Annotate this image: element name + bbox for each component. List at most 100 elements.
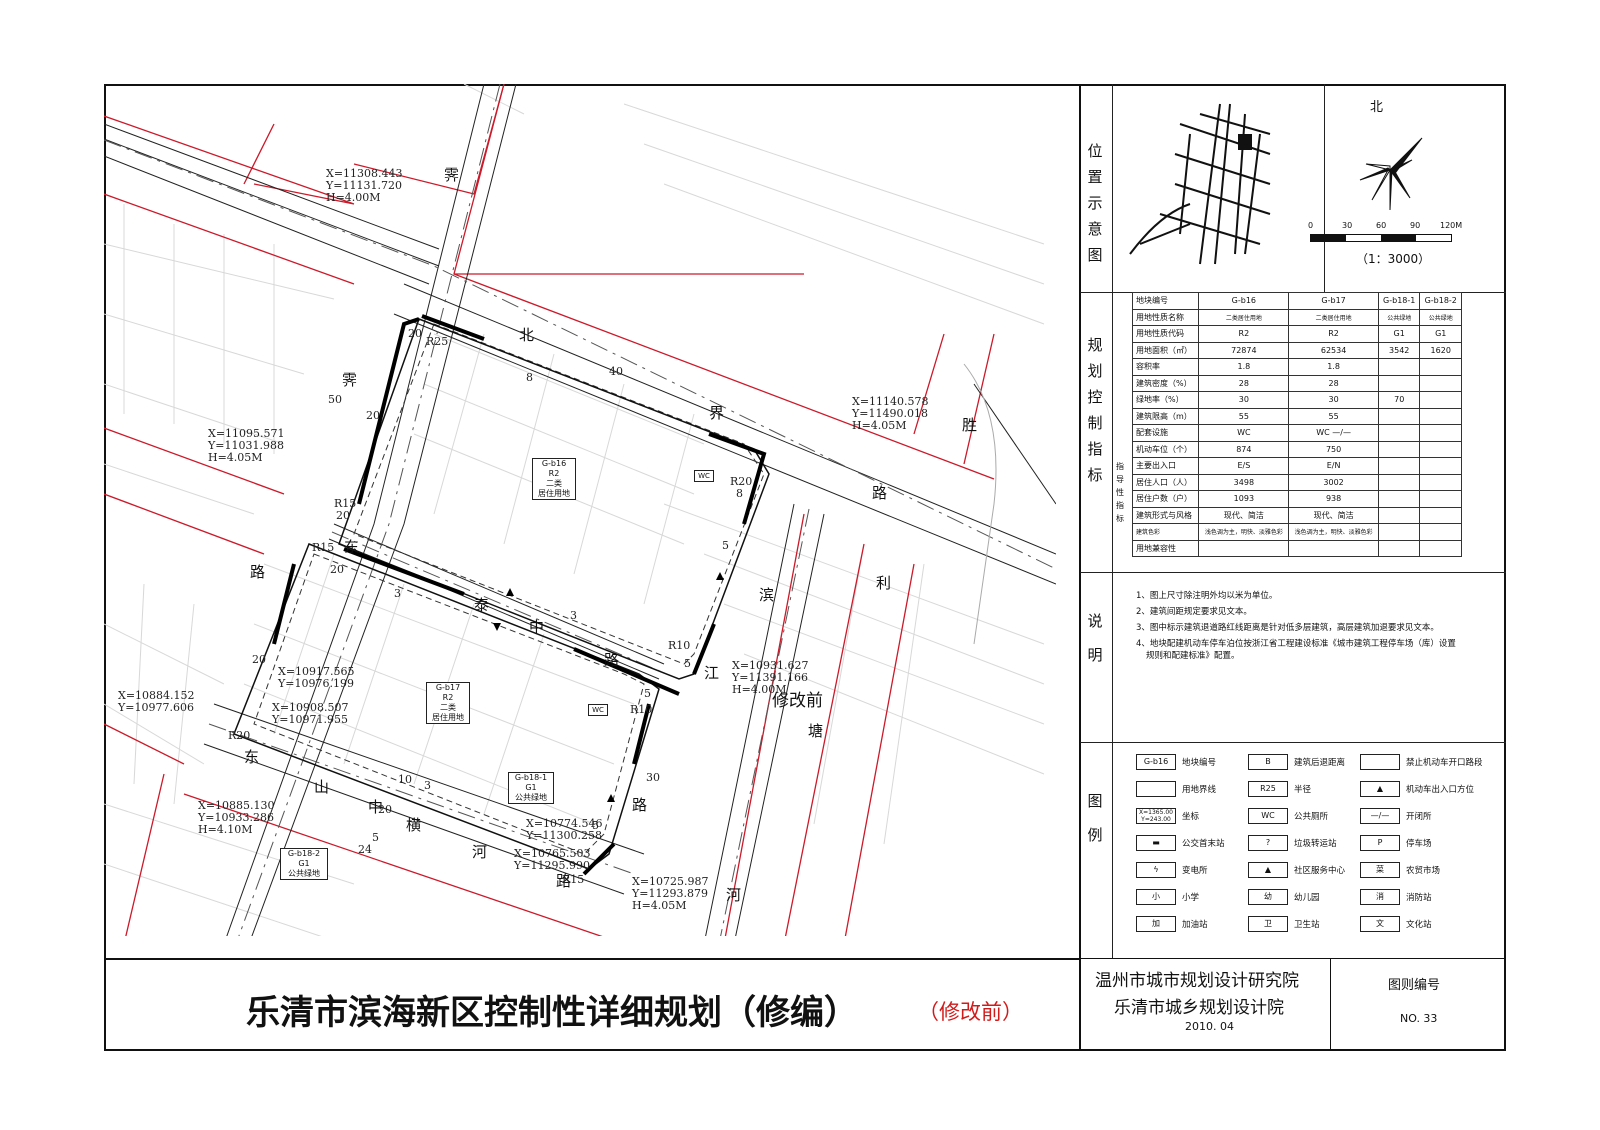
road-label: 霁: [444, 166, 460, 184]
road-label: 利: [876, 574, 892, 592]
panel-title-text: 说明: [1087, 612, 1103, 664]
table-cell: [1419, 457, 1462, 475]
table-cell: 浅色调为主，明快、淡雅色彩: [1198, 523, 1290, 541]
coordinate-label: X=11095.571 Y=11031.988 H=4.05M: [208, 427, 285, 464]
road-label: 泰: [474, 596, 490, 614]
legend-text: 小学: [1182, 893, 1200, 903]
table-cell: 1.8: [1198, 358, 1290, 376]
scale-segment: [1311, 235, 1346, 241]
scale-bar: [1310, 234, 1452, 242]
note-1: 1、图上尺寸除注明外均以米为单位。: [1136, 591, 1278, 601]
plot-box-g-b17[interactable]: G-b17 R2 二类 居住用地: [426, 682, 470, 724]
panel-title-text: 图例: [1087, 792, 1103, 844]
road-label: 路: [604, 651, 620, 669]
plot-box-g-b18-2[interactable]: G-b18-2 G1 公共绿地: [280, 848, 328, 880]
sheet-number: NO. 33: [1400, 1012, 1438, 1025]
legend-text: 消防站: [1406, 893, 1432, 903]
dimension-label: R15: [312, 541, 335, 554]
setback-lines: [253, 323, 765, 855]
dimension-label: R25: [426, 335, 449, 348]
legend-symbol-icon: ▲: [1248, 862, 1288, 878]
legend-symbol-icon: 消: [1360, 889, 1400, 905]
road-label: 胜: [962, 416, 978, 434]
dimension-label: 20: [330, 563, 344, 576]
table-cell: 30: [1288, 391, 1379, 409]
note-4: 4、地块配建机动车停车泊位按浙江省工程建设标准《城市建筑工程停车场（库）设置: [1136, 639, 1456, 649]
plot-type: R2: [548, 469, 560, 478]
legend-symbol-icon: G-b16: [1136, 754, 1176, 770]
plot-box-g-b18-1[interactable]: G-b18-1 G1 公共绿地: [508, 772, 554, 804]
location-map[interactable]: [1120, 94, 1310, 274]
coordinate-label: X=10908.507 Y=10971.955: [272, 701, 349, 726]
north-arrow-icon: [1359, 137, 1423, 211]
table-cell: [1198, 539, 1290, 557]
panel-divider: [1079, 84, 1081, 1051]
table-cell: [1377, 473, 1421, 491]
table-cell: [1377, 506, 1421, 524]
table-cell: [1377, 539, 1421, 557]
legend-text: 文化站: [1406, 920, 1432, 930]
dimension-label: 5: [684, 657, 691, 670]
notes-panel-title: 说明: [1086, 604, 1104, 672]
no-opening-segments: [272, 314, 767, 876]
scale-tick: 120M: [1440, 221, 1463, 230]
scale-label: （1：3000）: [1356, 252, 1431, 266]
dimension-label: R20: [730, 475, 753, 488]
lot-lines: [104, 84, 1045, 936]
road-label: 横: [406, 816, 422, 834]
plot-box-g-b16[interactable]: G-b16 R2 二类 居住用地: [532, 458, 576, 500]
institute-date: 2010. 04: [1185, 1020, 1234, 1033]
institute-line1: 温州市城市规划设计研究院: [1095, 971, 1299, 991]
institute-line2: 乐清市城乡规划设计院: [1114, 998, 1284, 1018]
table-cell: G-b16: [1198, 292, 1290, 310]
dimension-label: 10: [398, 773, 412, 786]
sheet-label: 图则编号: [1388, 978, 1441, 993]
legend-text: 建筑后退距离: [1294, 758, 1346, 768]
dimension-label: 20: [252, 653, 266, 666]
legend-text: 机动车出入口方位: [1406, 785, 1475, 795]
table-cell: [1419, 424, 1462, 442]
table-row-label: 用地性质代码: [1131, 325, 1200, 343]
table-cell: [1377, 374, 1421, 392]
coordinate-label: X=10917.565 Y=10976.199: [278, 665, 355, 690]
plot-code: G-b16: [541, 459, 567, 468]
section-line: [1112, 84, 1113, 958]
wc-icon: WC: [694, 470, 714, 482]
dimension-label: 20: [408, 327, 422, 340]
table-cell: E/S: [1198, 457, 1290, 475]
legend-symbol-icon: ▲: [1360, 781, 1400, 797]
coordinate-label: X=10725.987 Y=11293.879 H=4.05M: [632, 875, 709, 912]
road-label: 东: [344, 538, 360, 556]
table-cell: 浅色调为主，明快、淡雅色彩: [1288, 523, 1379, 541]
table-cell: 62534: [1288, 341, 1379, 359]
road-edges: [104, 84, 1056, 936]
table-cell: [1419, 374, 1462, 392]
legend-text: 社区服务中心: [1294, 866, 1346, 876]
land-boundaries: [104, 84, 995, 936]
plot-type: G1: [525, 783, 537, 792]
road-label: 路: [632, 796, 648, 814]
legend-symbol-icon: [1136, 781, 1176, 797]
table-row-label: 用地面积（㎡）: [1131, 341, 1200, 359]
plot-name: 二类: [440, 703, 456, 712]
legend-text: 变电所: [1182, 866, 1208, 876]
plan-map[interactable]: 霁 霁 路 北 界 路 胜 利 塘 河 滨 江 路 东 泰 中 路 东 山 中 …: [104, 84, 1080, 958]
legend-symbol-icon: 加: [1136, 916, 1176, 932]
road-label: 江: [704, 664, 720, 682]
table-cell: WC —/—: [1288, 424, 1379, 442]
table-cell: WC: [1198, 424, 1290, 442]
table-cell: 1.8: [1288, 358, 1379, 376]
legend-symbol-icon: [1360, 754, 1400, 770]
panel-title-text: 规划控制指标: [1087, 336, 1103, 484]
legend-symbol-icon: 小: [1136, 889, 1176, 905]
legend-symbol-icon: 卫: [1248, 916, 1288, 932]
legend-symbol-icon: R25: [1248, 781, 1288, 797]
section-line: [1080, 742, 1506, 743]
table-cell: 55: [1288, 407, 1379, 425]
